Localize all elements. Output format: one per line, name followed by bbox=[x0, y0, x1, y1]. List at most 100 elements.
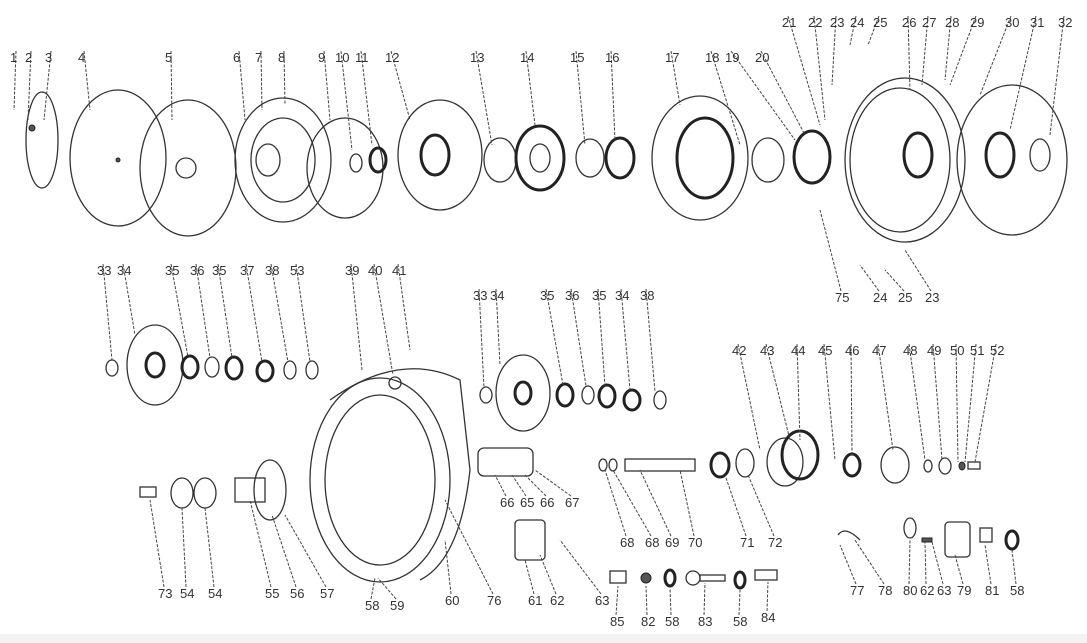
leader-line bbox=[904, 249, 932, 292]
callout-label-70: 70 bbox=[688, 535, 702, 550]
callout-label-58: 58 bbox=[1010, 583, 1024, 598]
leader-line bbox=[854, 539, 885, 585]
callout-label-22: 22 bbox=[808, 15, 822, 30]
leader-line bbox=[83, 50, 91, 111]
leader-line bbox=[524, 559, 535, 595]
part-output-flange bbox=[766, 429, 981, 487]
leader-line bbox=[747, 474, 775, 537]
part-small-fittings bbox=[609, 568, 778, 590]
leader-line bbox=[724, 474, 747, 537]
callout-label-69: 69 bbox=[665, 535, 679, 550]
callout-label-52: 52 bbox=[990, 343, 1004, 358]
callout-label-10: 10 bbox=[335, 50, 349, 65]
leader-line bbox=[323, 50, 331, 121]
leader-line bbox=[984, 544, 992, 585]
leader-line bbox=[823, 343, 836, 461]
leader-line bbox=[475, 50, 493, 146]
leader-line bbox=[525, 50, 536, 126]
leader-line bbox=[360, 50, 373, 146]
callout-label-4: 4 bbox=[78, 50, 85, 65]
leader-line bbox=[1009, 15, 1037, 131]
part-ring-19 bbox=[751, 137, 785, 183]
part-pins-seals bbox=[139, 459, 287, 521]
part-gear-34 bbox=[105, 324, 184, 406]
callout-label-24: 24 bbox=[873, 290, 887, 305]
callout-label-58: 58 bbox=[733, 614, 747, 629]
callout-label-27: 27 bbox=[922, 15, 936, 30]
part-flange-plate bbox=[25, 91, 59, 189]
leader-line bbox=[710, 50, 741, 146]
callout-label-25: 25 bbox=[898, 290, 912, 305]
callout-label-58: 58 bbox=[365, 598, 379, 613]
callout-label-78: 78 bbox=[878, 583, 892, 598]
callout-label-56: 56 bbox=[290, 586, 304, 601]
callout-label-81: 81 bbox=[985, 583, 999, 598]
leader-line bbox=[979, 15, 1012, 96]
callout-label-23: 23 bbox=[830, 15, 844, 30]
leader-line bbox=[13, 50, 17, 111]
leader-line bbox=[908, 343, 926, 461]
callout-label-65: 65 bbox=[520, 495, 534, 510]
callout-label-48: 48 bbox=[903, 343, 917, 358]
leader-line bbox=[283, 50, 286, 106]
leader-line bbox=[539, 554, 557, 595]
callout-label-45: 45 bbox=[818, 343, 832, 358]
callout-label-21: 21 bbox=[782, 15, 796, 30]
part-pump-valve bbox=[477, 447, 546, 561]
part-housing bbox=[844, 77, 966, 243]
callout-label-62: 62 bbox=[920, 583, 934, 598]
leader-line bbox=[1011, 549, 1017, 585]
callout-label-82: 82 bbox=[641, 614, 655, 629]
part-cover-32 bbox=[956, 84, 1068, 236]
callout-label-24: 24 bbox=[850, 15, 864, 30]
callout-label-73: 73 bbox=[158, 586, 172, 601]
leader-line bbox=[170, 50, 173, 121]
callout-label-57: 57 bbox=[320, 586, 334, 601]
callout-label-3: 3 bbox=[45, 50, 52, 65]
leader-line bbox=[524, 474, 547, 497]
callout-label-66: 66 bbox=[500, 495, 514, 510]
leader-line bbox=[397, 263, 411, 351]
callout-label-12: 12 bbox=[385, 50, 399, 65]
callout-label-28: 28 bbox=[945, 15, 959, 30]
part-turbine-17 bbox=[651, 95, 749, 221]
callout-label-42: 42 bbox=[732, 343, 746, 358]
leader-line bbox=[575, 50, 586, 146]
callout-label-51: 51 bbox=[970, 343, 984, 358]
leader-line bbox=[270, 263, 289, 363]
callout-label-35: 35 bbox=[592, 288, 606, 303]
leader-line bbox=[703, 582, 706, 616]
leader-line bbox=[921, 15, 929, 86]
callout-label-38: 38 bbox=[640, 288, 654, 303]
leader-line bbox=[217, 263, 233, 359]
leader-line bbox=[478, 288, 485, 389]
callout-label-54: 54 bbox=[208, 586, 222, 601]
leader-line bbox=[149, 499, 165, 588]
callout-label-34: 34 bbox=[490, 288, 504, 303]
leader-line bbox=[669, 587, 672, 616]
callout-label-34: 34 bbox=[117, 263, 131, 278]
callout-label-38: 38 bbox=[265, 263, 279, 278]
leader-line bbox=[831, 15, 837, 86]
callout-label-25: 25 bbox=[873, 15, 887, 30]
callout-label-7: 7 bbox=[255, 50, 262, 65]
leader-line bbox=[924, 541, 927, 585]
leader-line bbox=[377, 577, 397, 600]
leader-line bbox=[570, 288, 587, 387]
leader-line bbox=[877, 343, 894, 451]
part-turbine-12 bbox=[397, 99, 483, 211]
callout-label-32: 32 bbox=[1058, 15, 1072, 30]
callout-label-11: 11 bbox=[355, 50, 369, 65]
leader-line bbox=[884, 269, 905, 292]
leader-line bbox=[670, 50, 681, 106]
callout-label-60: 60 bbox=[445, 593, 459, 608]
leader-line bbox=[249, 499, 272, 588]
callout-label-77: 77 bbox=[850, 583, 864, 598]
leader-line bbox=[954, 554, 964, 585]
leader-line bbox=[760, 50, 806, 136]
leader-line bbox=[350, 263, 363, 371]
callout-label-35: 35 bbox=[165, 263, 179, 278]
callout-label-37: 37 bbox=[240, 263, 254, 278]
callout-label-19: 19 bbox=[725, 50, 739, 65]
